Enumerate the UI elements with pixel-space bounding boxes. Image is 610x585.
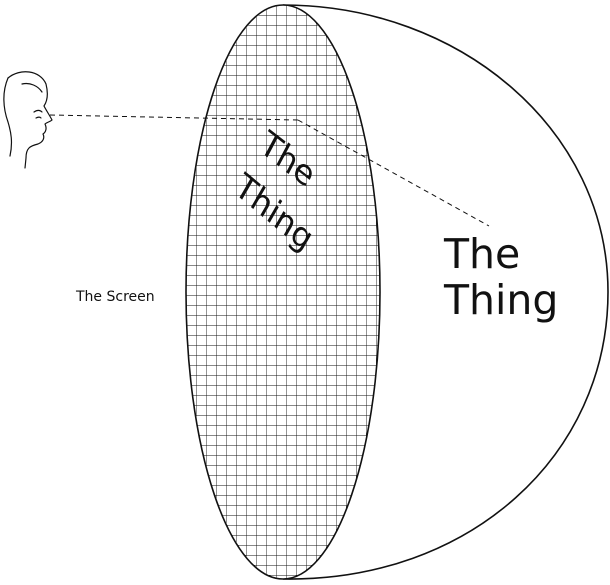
- thing-label-line1: The: [443, 230, 520, 278]
- screen-grid: [186, 5, 380, 579]
- thing-label-line2: Thing: [443, 276, 558, 324]
- screen-label: The Screen: [75, 289, 155, 305]
- face-profile-icon: [4, 72, 52, 168]
